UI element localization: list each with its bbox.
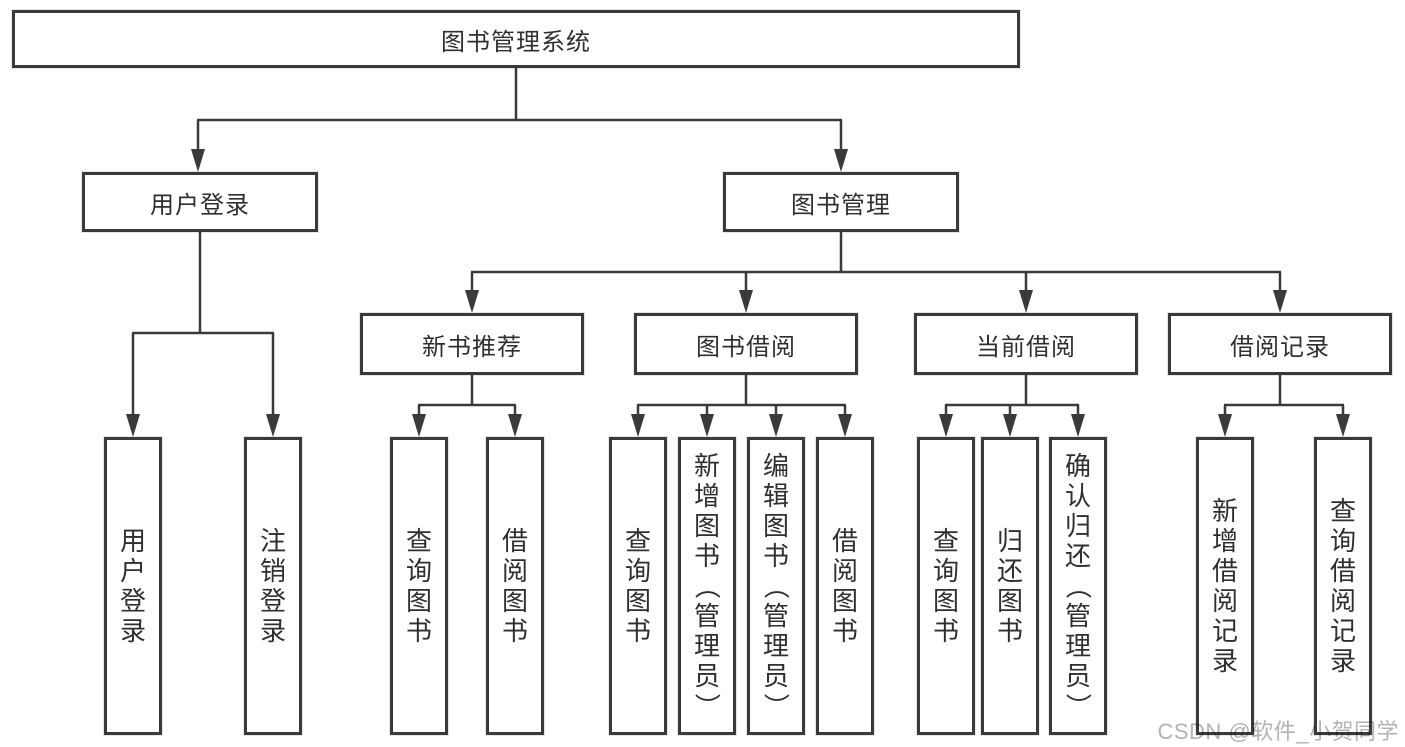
node-root-system: 图书管理系统 — [12, 10, 1020, 68]
leaf-borrow-books: 借阅图书 — [486, 437, 544, 735]
node-book-borrow: 图书借阅 — [634, 313, 858, 375]
csdn-watermark: CSDN @软件_小贺同学 — [1157, 719, 1399, 744]
node-new-book-recommend: 新书推荐 — [360, 313, 584, 375]
node-current-borrow: 当前借阅 — [914, 313, 1138, 375]
leaf-add-books-admin: 新增图书（管理员） — [678, 437, 736, 735]
leaf-query-books: 查询图书 — [390, 437, 448, 735]
node-user-login: 用户登录 — [82, 172, 318, 232]
node-borrow-records: 借阅记录 — [1168, 313, 1392, 375]
leaf-edit-books-admin: 编辑图书（管理员） — [747, 437, 805, 735]
leaf-logout: 注销登录 — [244, 437, 302, 735]
leaf-user-login: 用户登录 — [104, 437, 162, 735]
leaf-query-books: 查询图书 — [917, 437, 975, 735]
leaf-query-books: 查询图书 — [609, 437, 667, 735]
leaf-confirm-return-admin: 确认归还（管理员） — [1049, 437, 1107, 735]
leaf-return-books: 归还图书 — [981, 437, 1039, 735]
leaf-query-borrow-record: 查询借阅记录 — [1314, 437, 1372, 735]
node-book-management: 图书管理 — [723, 172, 959, 232]
leaf-borrow-books: 借阅图书 — [816, 437, 874, 735]
leaf-add-borrow-record: 新增借阅记录 — [1196, 437, 1254, 735]
